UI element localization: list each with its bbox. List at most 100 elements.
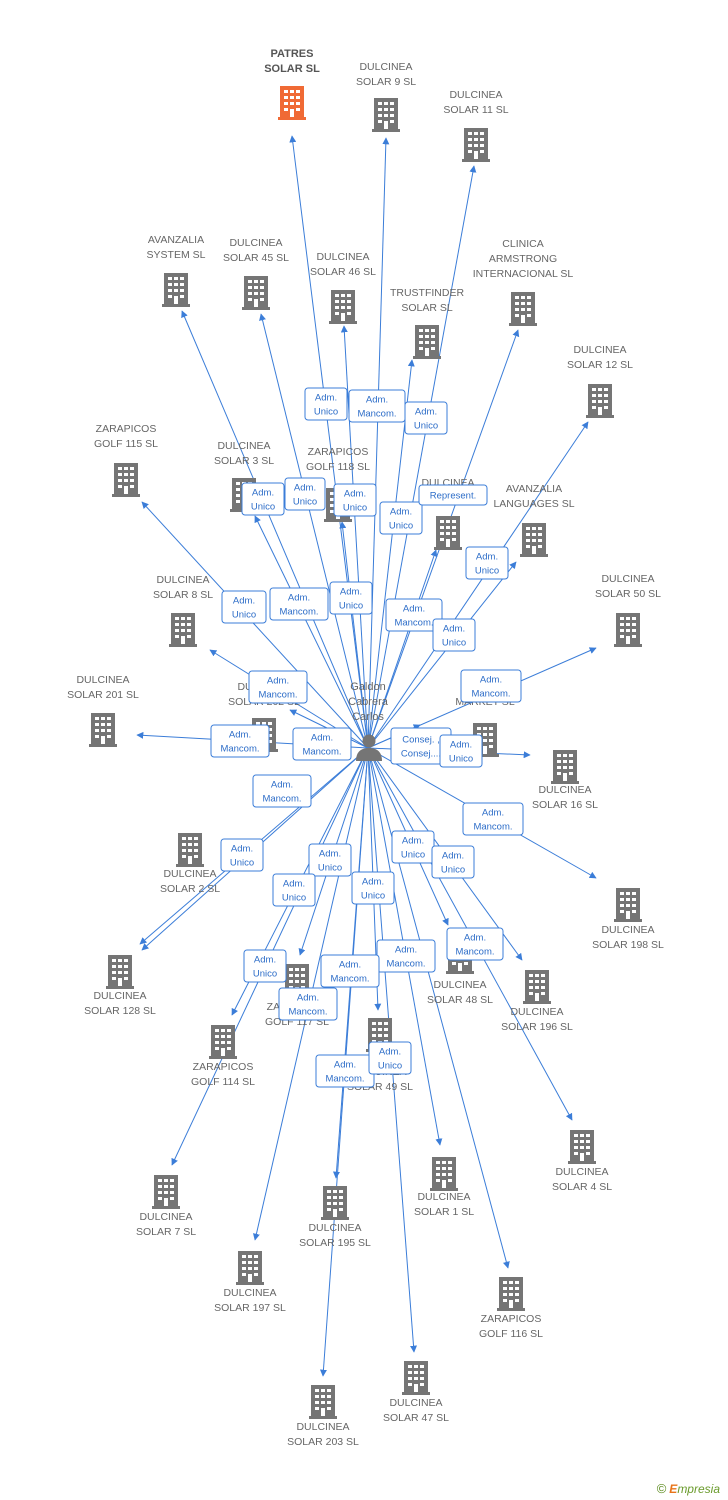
building-icon <box>209 1025 237 1059</box>
company-label-line: SOLAR 195 SL <box>299 1237 371 1249</box>
role-label[interactable]: Adm.Unico <box>465 546 509 580</box>
company-label-line: SOLAR 4 SL <box>552 1181 612 1193</box>
role-label-text: Adm. <box>366 395 388 406</box>
role-label[interactable]: Adm.Unico <box>439 734 483 768</box>
role-label-text: Adm. <box>480 675 502 686</box>
role-label[interactable]: Adm.Unico <box>220 838 264 872</box>
role-label-text: Adm. <box>403 604 425 615</box>
role-label[interactable]: Adm.Mancom. <box>385 598 443 632</box>
role-label[interactable]: Adm.Mancom. <box>252 774 312 808</box>
role-label-box <box>351 871 395 905</box>
role-label[interactable]: Adm.Unico <box>379 501 423 535</box>
role-label[interactable]: Adm.Unico <box>368 1041 412 1075</box>
role-label-text: Consej.... <box>401 749 441 760</box>
role-label[interactable]: Adm.Unico <box>272 873 316 907</box>
role-label[interactable]: Adm.Unico <box>284 477 326 511</box>
role-label-text: Adm. <box>271 780 293 791</box>
role-label[interactable]: Adm.Mancom. <box>210 724 270 758</box>
role-label[interactable]: Adm.Mancom. <box>462 802 524 836</box>
role-label[interactable]: Adm.Mancom. <box>269 587 329 621</box>
role-label-text: Unico <box>343 503 367 514</box>
role-label-text: Mancom. <box>258 690 297 701</box>
role-label-text: Mancom. <box>471 689 510 700</box>
company-label-line: DULCINEA <box>389 1397 442 1409</box>
role-label[interactable]: Adm.Unico <box>304 387 348 421</box>
role-label[interactable]: Adm.Unico <box>308 843 352 877</box>
company-label-line: DULCINEA <box>601 573 654 585</box>
company-label-line: GOLF 115 SL <box>94 438 158 450</box>
role-label[interactable]: Adm.Unico <box>404 401 448 435</box>
role-label[interactable]: Adm.Mancom. <box>292 727 352 761</box>
role-label[interactable]: Adm.Unico <box>241 482 285 516</box>
role-label[interactable]: Adm.Mancom. <box>376 939 436 973</box>
role-label[interactable]: Adm. Mancom. <box>460 669 522 703</box>
role-label[interactable]: Adm.Mancom. <box>315 1054 375 1088</box>
role-label[interactable]: Adm.Unico <box>333 483 377 517</box>
role-label[interactable]: Adm.Unico <box>391 830 435 864</box>
role-label-text: Unico <box>389 521 413 532</box>
role-label-box <box>432 618 476 652</box>
role-label-box <box>248 670 308 704</box>
role-label[interactable]: Consej. ,Consej.... <box>390 727 452 765</box>
role-label[interactable]: Represent. <box>418 484 488 506</box>
role-label[interactable]: Adm.Unico <box>351 871 395 905</box>
role-label[interactable]: Adm.Mancom. <box>446 927 504 961</box>
role-label-text: Adm. <box>233 596 255 607</box>
company-label-line: SOLAR 11 SL <box>443 104 508 116</box>
role-label[interactable]: Adm.Unico <box>221 590 267 624</box>
role-label-box <box>243 949 287 983</box>
role-label[interactable]: Adm.Unico <box>243 949 287 983</box>
role-label-text: Unico <box>378 1061 402 1072</box>
building-icon <box>520 523 548 557</box>
role-label[interactable]: Adm.Unico <box>329 581 373 615</box>
role-label[interactable]: Adm.Mancom. <box>278 987 338 1021</box>
company-label-line: SOLAR SL <box>401 302 453 314</box>
role-label-box <box>418 484 488 506</box>
company-label-line: ZARAPICOS <box>308 446 369 458</box>
role-label-text: Unico <box>282 893 306 904</box>
role-label-text: Mancom. <box>357 409 396 420</box>
building-icon <box>329 290 357 324</box>
role-label-box <box>220 838 264 872</box>
role-label[interactable]: Adm.Mancom. <box>320 954 380 988</box>
role-label-text: Adm. <box>334 1060 356 1071</box>
center-person[interactable]: Galdon Cabrera Carlos <box>348 681 389 761</box>
role-label[interactable]: Adm.Mancom. <box>248 670 308 704</box>
role-label-text: Adm. <box>442 851 464 862</box>
role-label[interactable]: Adm.Unico <box>432 618 476 652</box>
role-label-box <box>333 483 377 517</box>
role-label[interactable]: Adm.Unico <box>431 845 475 879</box>
role-label[interactable]: Adm. Mancom. <box>348 389 406 423</box>
